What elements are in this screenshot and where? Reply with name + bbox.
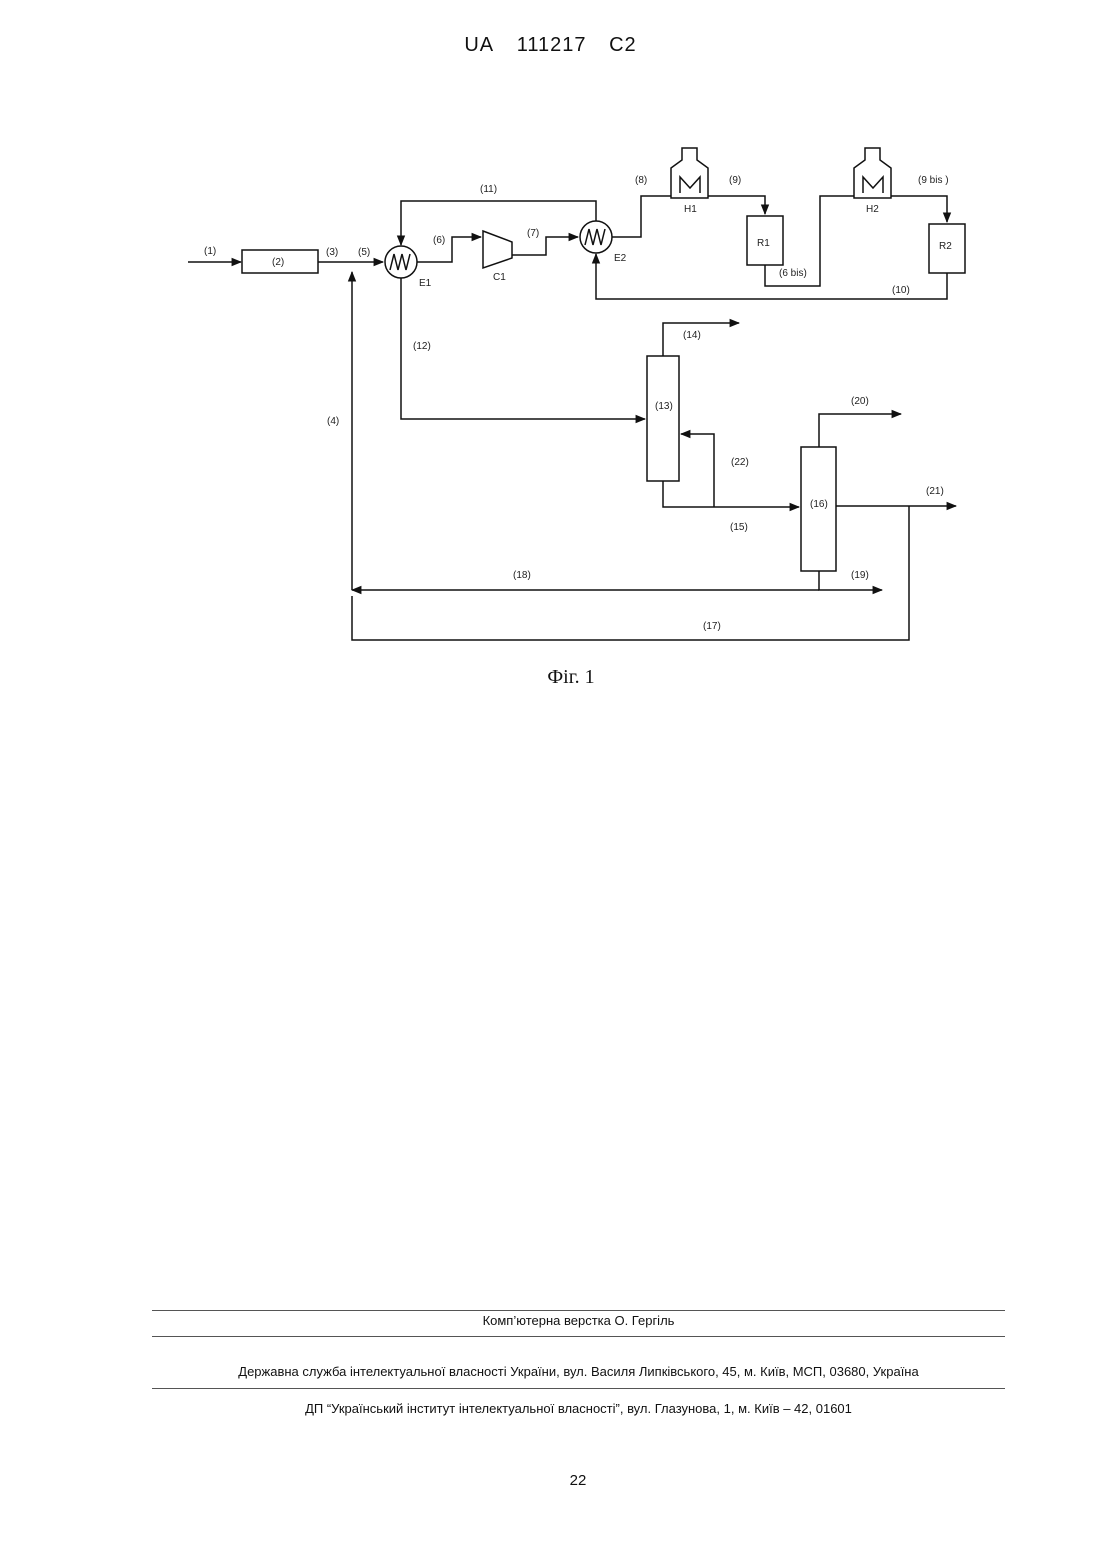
- label-c1: C1: [493, 272, 506, 283]
- line-stream-22: [681, 434, 714, 507]
- label-stream-9: (9): [729, 175, 741, 186]
- line-stream-17: [352, 506, 909, 640]
- line-stream-14: [663, 323, 739, 356]
- line-stream-8: [612, 196, 671, 237]
- label-stream-15: (15): [730, 522, 748, 533]
- line-stream-6: [417, 237, 481, 262]
- label-stream-11: (11): [480, 184, 497, 195]
- footer-typesetting: Комп’ютерна верстка О. Гергіль: [152, 1313, 1005, 1328]
- page-number: 22: [0, 1472, 1101, 1489]
- footer-rule-top: [152, 1310, 1005, 1311]
- exchanger-e2: [580, 221, 612, 253]
- label-stream-4: (4): [327, 416, 339, 427]
- label-unit-2: (2): [272, 257, 284, 268]
- label-stream-7: (7): [527, 228, 539, 239]
- furnace-h1-coil: [680, 177, 700, 193]
- line-stream-11: [401, 201, 596, 245]
- column-13: [647, 356, 679, 481]
- label-column-13: (13): [655, 401, 673, 412]
- label-stream-18: (18): [513, 570, 531, 581]
- line-stream-9bis: [891, 196, 947, 222]
- label-stream-20: (20): [851, 396, 869, 407]
- footer-rule-middle: [152, 1336, 1005, 1337]
- figure-caption: Фіг. 1: [0, 666, 1101, 689]
- exchanger-e1: [385, 246, 417, 278]
- label-stream-3: (3): [326, 247, 338, 258]
- furnace-h2-coil: [863, 177, 883, 193]
- label-stream-21: (21): [926, 486, 944, 497]
- label-stream-6bis: (6 bis): [779, 268, 807, 279]
- line-stream-20: [819, 414, 901, 447]
- label-stream-1: (1): [204, 246, 216, 257]
- label-r1: R1: [757, 238, 770, 249]
- line-stream-7: [512, 237, 578, 255]
- line-stream-9: [708, 196, 765, 214]
- exchanger-e2-coil: [585, 229, 605, 245]
- label-e2: E2: [614, 253, 627, 264]
- label-stream-10: (10): [892, 285, 910, 296]
- label-r2: R2: [939, 241, 952, 252]
- footer-institute-address: ДП “Український інститут інтелектуальної…: [152, 1401, 1005, 1416]
- label-stream-14: (14): [683, 330, 701, 341]
- label-column-16: (16): [810, 499, 828, 510]
- label-h2: H2: [866, 204, 879, 215]
- label-stream-5: (5): [358, 247, 370, 258]
- label-stream-6: (6): [433, 235, 445, 246]
- process-flow-diagram: (1) (2) (3) (5) (6) (7) (8) (9) (11) (6 …: [0, 0, 1101, 700]
- label-stream-9bis: (9 bis ): [918, 175, 949, 186]
- label-stream-17: (17): [703, 621, 721, 632]
- label-stream-22: (22): [731, 457, 749, 468]
- line-stream-15: [663, 481, 799, 507]
- furnace-h1: [671, 148, 708, 198]
- footer-service-address: Державна служба інтелектуальної власност…: [152, 1364, 1005, 1379]
- compressor-c1: [483, 231, 512, 268]
- furnace-h2: [854, 148, 891, 198]
- label-stream-12: (12): [413, 341, 431, 352]
- label-h1: H1: [684, 204, 697, 215]
- exchanger-e1-coil: [390, 254, 410, 270]
- label-stream-8: (8): [635, 175, 647, 186]
- footer-rule-bottom: [152, 1388, 1005, 1389]
- label-stream-19: (19): [851, 570, 869, 581]
- label-e1: E1: [419, 278, 432, 289]
